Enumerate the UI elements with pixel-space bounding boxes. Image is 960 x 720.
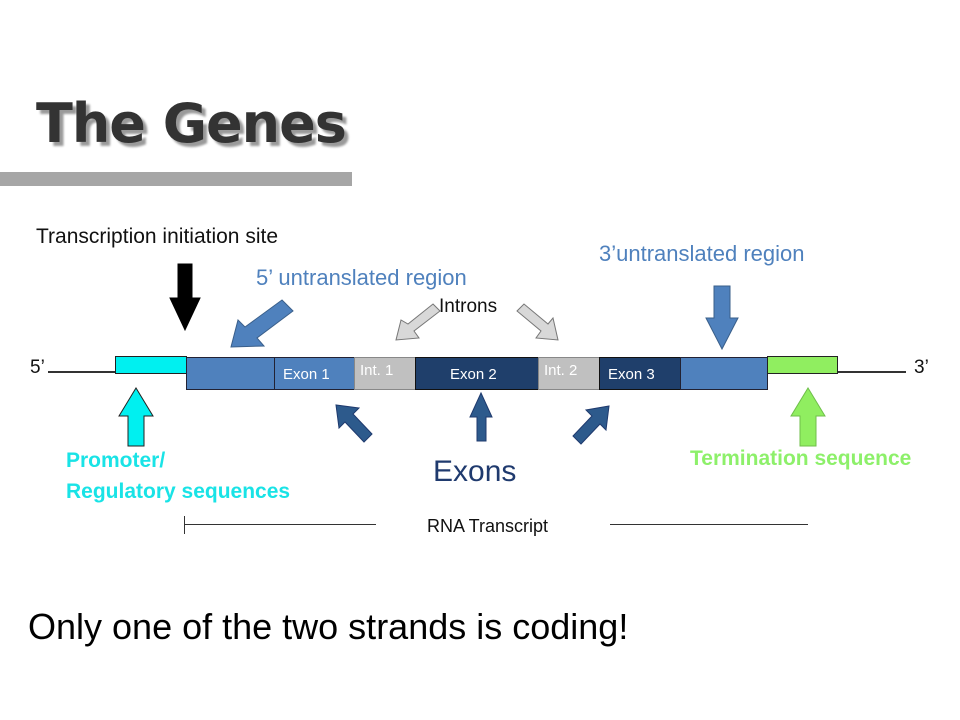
- rna-line-right: [610, 524, 808, 525]
- three-prime-label: 3’: [914, 357, 929, 378]
- exon2-arrow: [469, 391, 493, 442]
- tis-arrow: [169, 263, 201, 332]
- utr3-arrow: [705, 285, 739, 351]
- exon-2: Exon 2: [415, 357, 539, 390]
- utr5-label: 5’ untranslated region: [256, 265, 467, 290]
- intron1-arrow: [395, 303, 441, 341]
- five-prime-label: 5’: [30, 357, 45, 378]
- promoter-label-line1: Promoter/: [66, 449, 166, 472]
- rna-start-tick: [184, 516, 185, 534]
- page-title: The Genes: [36, 92, 347, 155]
- intron-1: Int. 1: [354, 357, 416, 390]
- termination-arrow: [790, 387, 826, 447]
- exon1-arrow: [335, 404, 373, 443]
- promoter-label: Promoter/ Regulatory sequences: [66, 445, 290, 507]
- termination-region: [767, 356, 838, 374]
- intron-2-label: Int. 2: [544, 362, 578, 379]
- transcription-initiation-label: Transcription initiation site: [36, 225, 278, 248]
- intron-2: Int. 2: [538, 357, 600, 390]
- utr3-region: [680, 357, 768, 390]
- promoter-label-line2: Regulatory sequences: [66, 480, 291, 503]
- exons-label: Exons: [433, 455, 517, 488]
- exon3-arrow: [572, 405, 610, 445]
- rna-transcript-label: RNA Transcript: [427, 516, 549, 536]
- promoter-arrow: [118, 387, 154, 447]
- exon-2-label: Exon 2: [450, 366, 497, 383]
- utr5-region: [186, 357, 276, 390]
- utr3-label: 3’untranslated region: [599, 241, 805, 266]
- exon-3-label: Exon 3: [608, 366, 655, 383]
- rna-line-left: [184, 524, 376, 525]
- exon-1: Exon 1: [274, 357, 355, 390]
- termination-label: Termination sequence: [690, 447, 912, 470]
- exon-1-label: Exon 1: [283, 366, 330, 383]
- footer-statement: Only one of the two strands is coding!: [28, 606, 629, 647]
- introns-label: Introns: [439, 296, 498, 317]
- utr5-arrow: [230, 299, 294, 348]
- intron-1-label: Int. 1: [360, 362, 394, 379]
- exon-3: Exon 3: [599, 357, 681, 390]
- intron2-arrow: [516, 303, 559, 341]
- title-underline: [0, 172, 352, 186]
